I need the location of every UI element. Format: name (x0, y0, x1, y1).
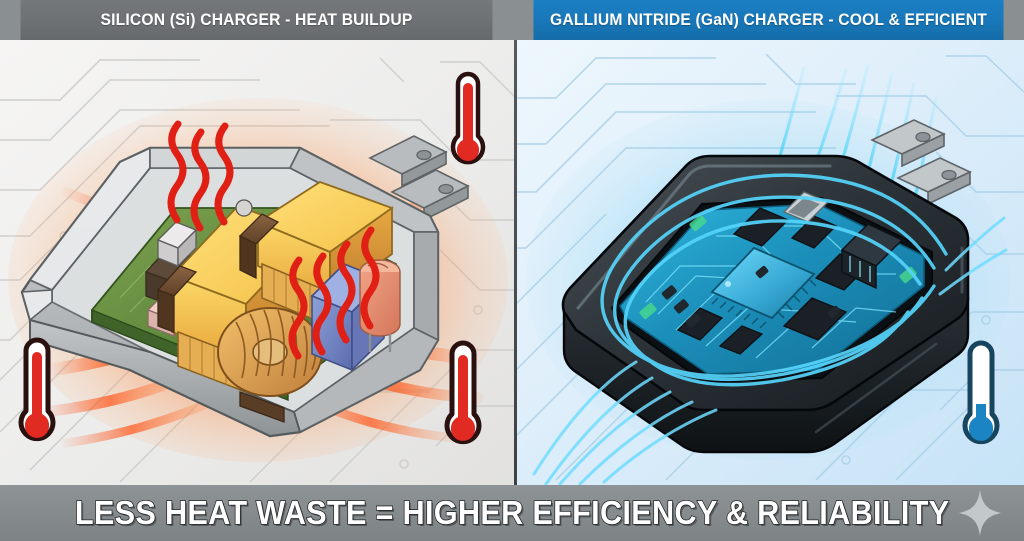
component-white-cap (156, 221, 198, 268)
thermometer-cool (962, 340, 1000, 445)
gan-pcb (619, 191, 925, 375)
thermometer-hot-lower-left (18, 337, 56, 442)
silicon-illustration (0, 40, 516, 485)
sparkle-star-icon (959, 490, 1001, 536)
airflow-streamlines-trail (532, 216, 1008, 485)
header-bar: SILICON (Si) CHARGER - HEAT BUILDUP GALL… (0, 0, 1024, 40)
header-title-silicon: SILICON (Si) CHARGER - HEAT BUILDUP (20, 0, 493, 40)
ac-prongs-right (870, 119, 972, 206)
gan-ic-chip (710, 246, 817, 329)
ac-prongs-left (368, 135, 470, 222)
banner-headline: LESS HEAT WASTE = HIGHER EFFICIENCY & RE… (74, 493, 950, 532)
thermometer-hot-lower-right (444, 340, 482, 445)
thermometer-hot-upper (450, 71, 486, 165)
panel-divider (514, 40, 517, 485)
gan-charger-panel (516, 40, 1024, 485)
airflow-streamlines-front (600, 173, 948, 387)
bottom-banner: LESS HEAT WASTE = HIGHER EFFICIENCY & RE… (0, 485, 1024, 541)
header-title-gan: GALLIUM NITRIDE (GaN) CHARGER - COOL & E… (533, 0, 1004, 40)
component-transformer-rear (235, 181, 394, 324)
silicon-charger-panel (0, 40, 516, 485)
heat-wave-icons (167, 120, 380, 360)
comparison-stage: SILICON (Si) CHARGER - HEAT BUILDUP GALL… (0, 40, 1024, 510)
gan-illustration (516, 40, 1024, 485)
